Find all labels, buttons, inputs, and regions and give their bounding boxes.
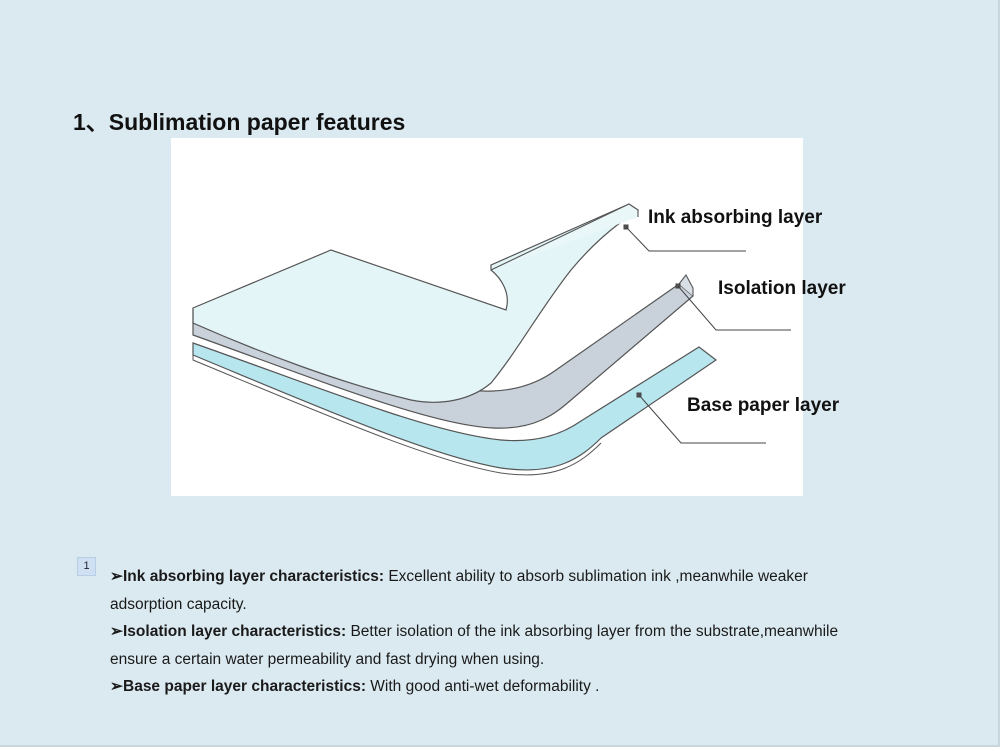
paragraph-continuation: ensure a certain water permeability and … [110,650,545,668]
base-layer-edge [192,355,602,476]
isolation-layer-label: Isolation layer [718,278,846,299]
page-title: 1、Sublimation paper features [73,109,406,135]
comment-marker[interactable]: 1 [77,557,96,576]
isolation-characteristics-paragraph: ➢Isolation layer characteristics: Better… [110,618,910,673]
arrow-bullet-icon: ➢ [110,678,123,695]
base-characteristics-paragraph: ➢Base paper layer characteristics: With … [110,673,910,701]
ink-layer-curl-edge [490,203,639,271]
base-layer-shape [192,342,718,471]
arrow-bullet-icon: ➢ [110,568,123,585]
paragraph-text: Excellent ability to absorb sublimation … [384,568,808,585]
layer-diagram-illustration [192,203,791,476]
paragraph-continuation: adsorption capacity. [110,595,247,613]
ink-layer-label: Ink absorbing layer [648,207,823,228]
paragraph-heading: Base paper layer characteristics: [123,678,366,695]
layer-diagram: Ink absorbing layer Isolation layer Base… [171,138,846,496]
paragraph-heading: Ink absorbing layer characteristics: [123,568,385,585]
isolation-layer-top [678,273,694,296]
label-leader-lines [623,224,791,444]
ink-characteristics-paragraph: ➢Ink absorbing layer characteristics: Ex… [110,563,910,618]
arrow-bullet-icon: ➢ [110,623,123,640]
characteristics-text: ➢Ink absorbing layer characteristics: Ex… [110,563,910,701]
paragraph-text: With good anti-wet deformability . [365,678,600,695]
paragraph-text: Better isolation of the ink absorbing la… [346,623,839,640]
base-layer-label: Base paper layer [687,395,840,416]
paragraph-heading: Isolation layer characteristics: [123,623,347,640]
